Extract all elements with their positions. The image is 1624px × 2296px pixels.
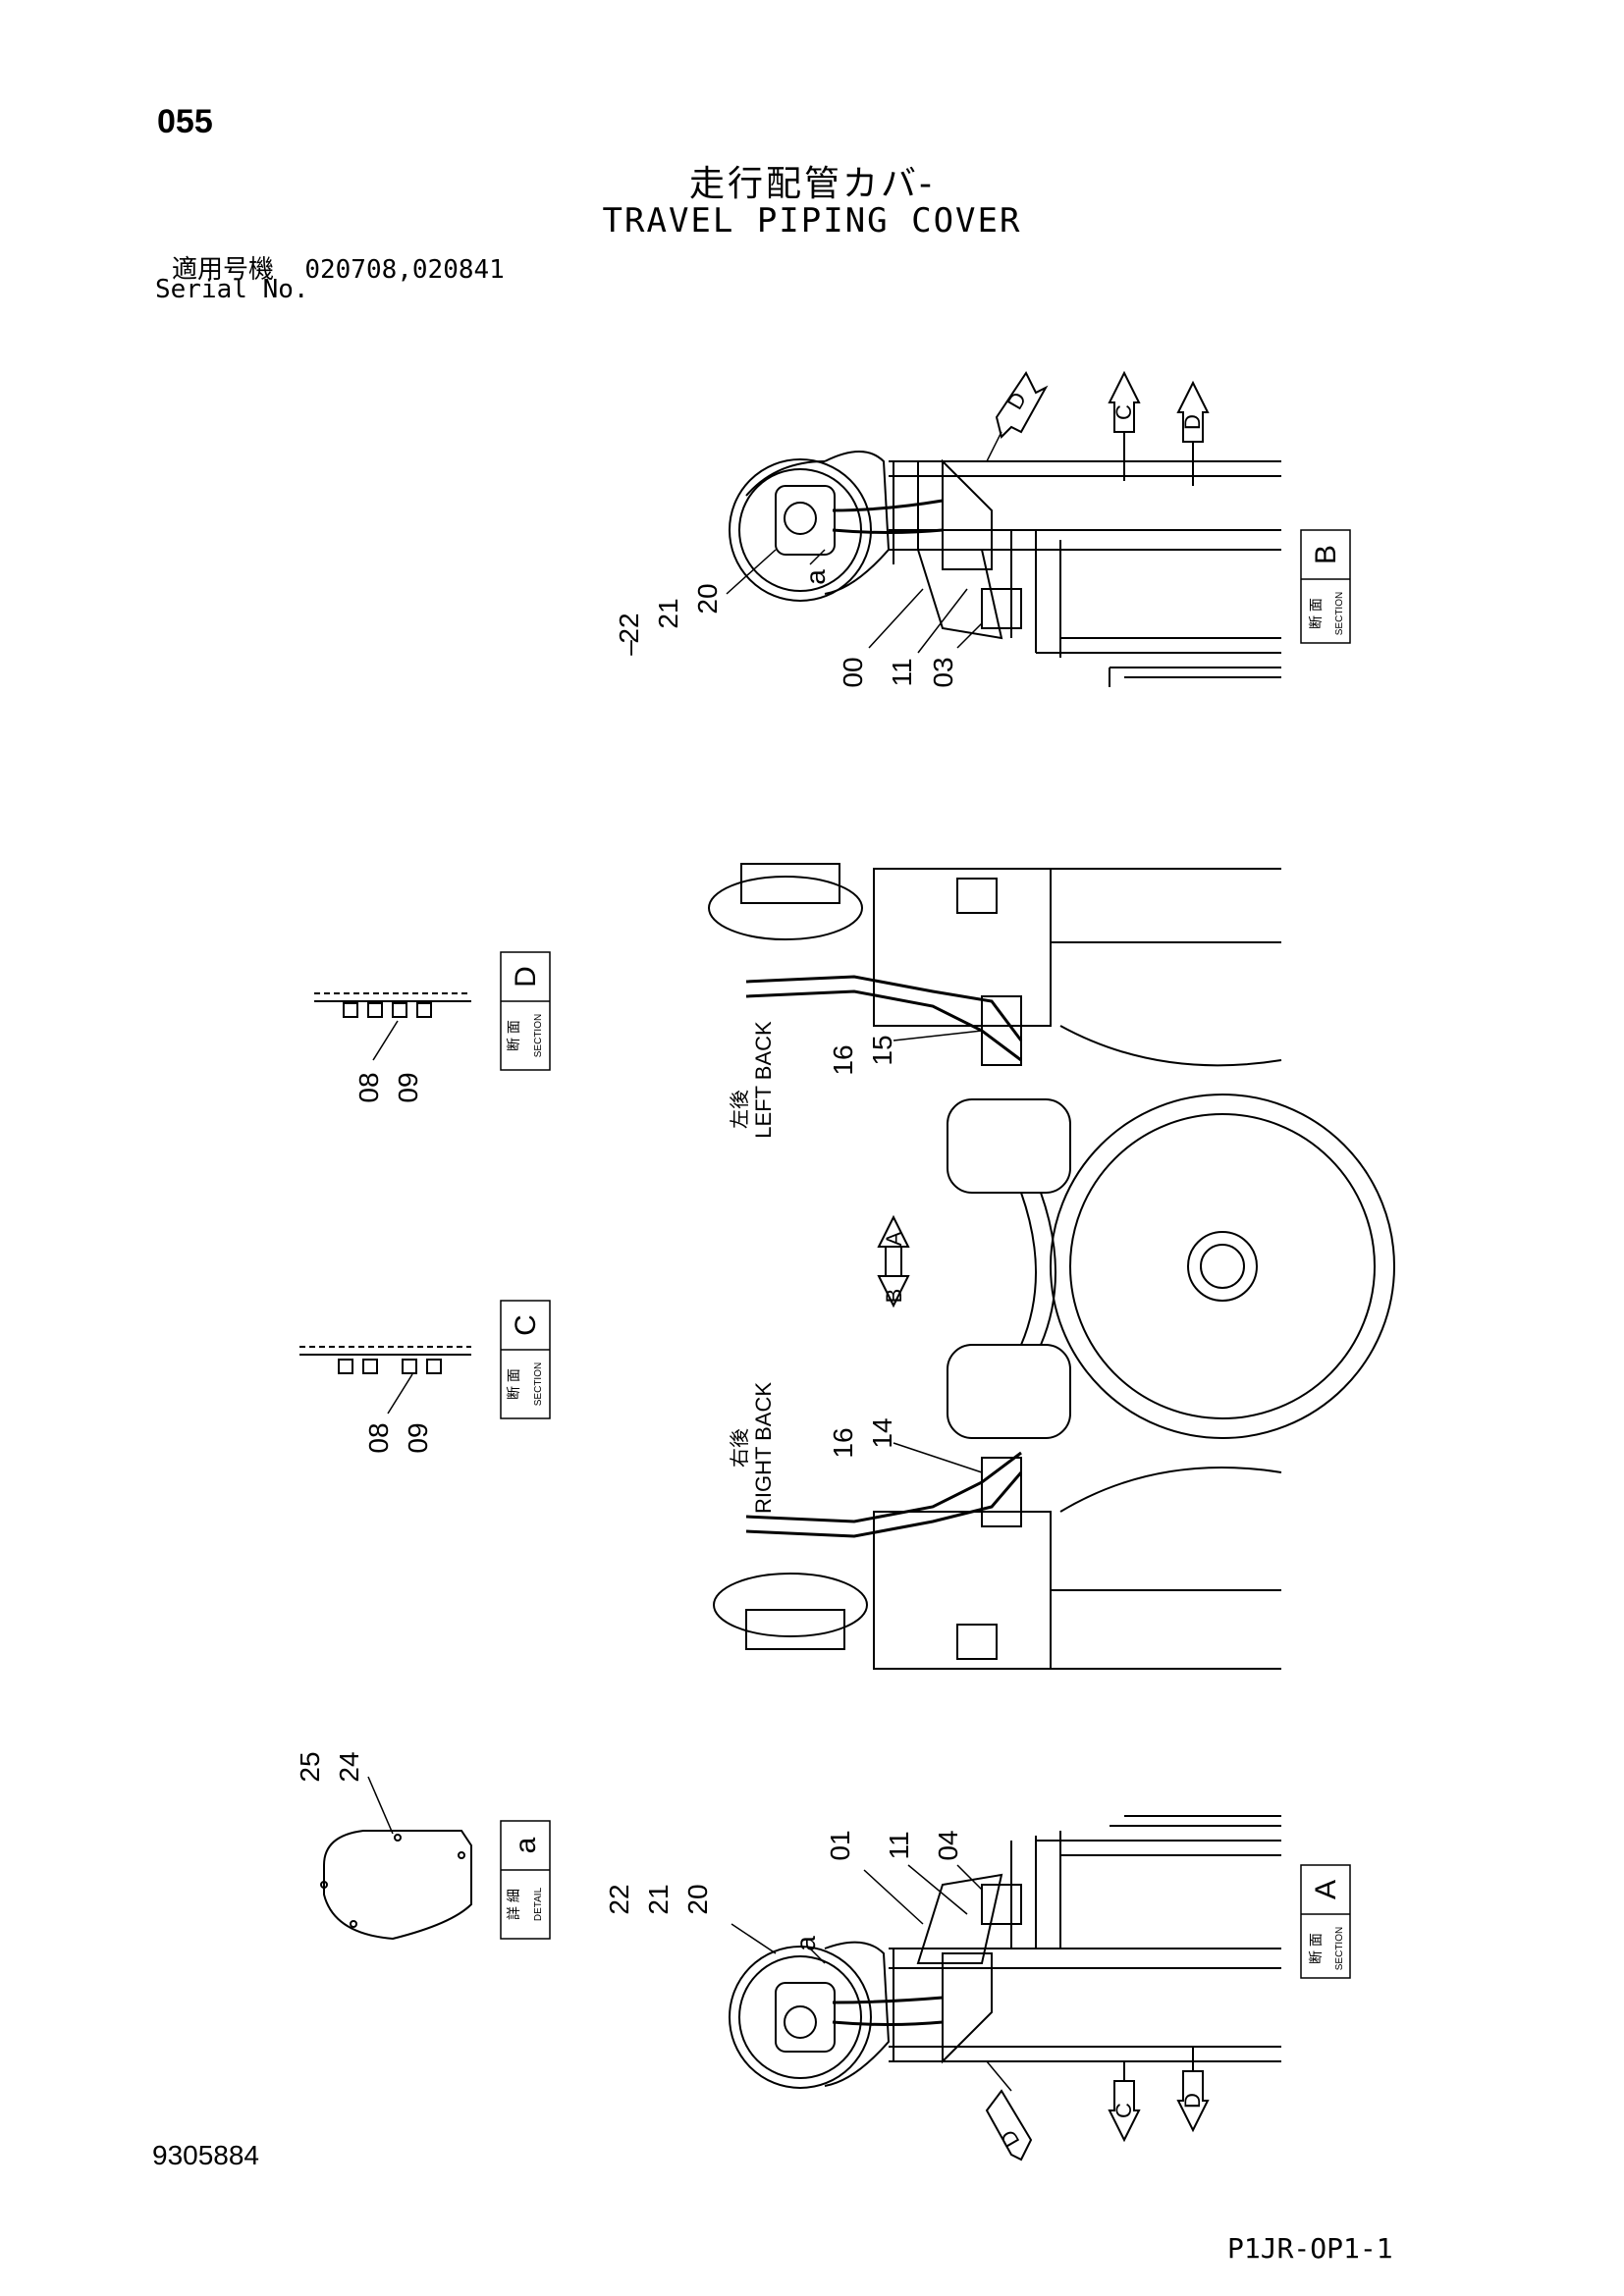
section-d-detail xyxy=(314,992,471,1061)
section-box-b: B 断 面 SECTION xyxy=(1300,529,1351,644)
callout-det-24: 24 xyxy=(334,1751,364,1782)
detail-a-letter: a xyxy=(510,1837,542,1853)
right-back-en: RIGHT BACK xyxy=(751,1382,776,1514)
top-view xyxy=(726,370,1281,687)
title-english: TRAVEL PIPING COVER xyxy=(602,201,1022,240)
arrow-letter-6: D xyxy=(996,2126,1025,2152)
serial-label-jp: 適用号機 xyxy=(172,255,275,285)
callout-det-25: 25 xyxy=(295,1751,325,1782)
callout-top-00: 00 xyxy=(838,657,868,687)
section-a-letter: A xyxy=(1310,1880,1342,1899)
right-back-jp: 右後 xyxy=(729,1428,751,1468)
section-d-en: SECTION xyxy=(533,1014,544,1057)
left-back-jp: 左後 xyxy=(729,1090,751,1129)
section-d-jp: 断 面 xyxy=(506,1020,521,1051)
callout-top-a: a xyxy=(800,569,831,585)
callout-top-03: 03 xyxy=(928,657,958,687)
arrow-letter-4: A xyxy=(882,1231,906,1246)
title-japanese: 走行配管カバ- xyxy=(689,164,935,204)
bottom-view xyxy=(729,1815,1281,2162)
callout-bot-22: 22 xyxy=(604,1884,634,1914)
callout-bot-01: 01 xyxy=(825,1830,855,1860)
callout-top-22: 22 xyxy=(614,613,644,643)
section-c-detail xyxy=(299,1346,471,1415)
callout-right-16: 16 xyxy=(828,1427,858,1458)
arrow-letter-2: C xyxy=(1111,404,1136,420)
view-labels: 左後 LEFT BACK 右後 RIGHT BACK xyxy=(729,1021,776,1514)
callout-bot-11: 11 xyxy=(884,1831,914,1859)
arrow-letter-5: B xyxy=(882,1289,906,1304)
detail-a-jp: 詳 細 xyxy=(506,1889,521,1920)
serial-label-en: Serial No. xyxy=(155,275,309,304)
section-box-d: D 断 面 SECTION xyxy=(500,951,551,1071)
callout-bot-a: a xyxy=(790,1936,821,1951)
serial-line: 適用号機 020708,020841 xyxy=(172,249,505,286)
page-number: 055 xyxy=(157,103,213,140)
section-a-jp: 断 面 xyxy=(1308,1933,1324,1964)
callout-d-08: 08 xyxy=(353,1072,384,1102)
callout-c-08: 08 xyxy=(363,1422,394,1453)
arrow-letter-3: D xyxy=(1180,414,1205,430)
section-c-letter: C xyxy=(510,1314,542,1336)
callout-top-20: 20 xyxy=(692,583,723,614)
section-c-jp: 断 面 xyxy=(506,1368,521,1400)
arrow-letter-1: D xyxy=(1002,388,1032,413)
detail-a-plate xyxy=(320,1776,472,1941)
callout-left-15: 15 xyxy=(867,1035,897,1065)
serial-numbers: 020708,020841 xyxy=(304,255,505,285)
section-b-jp: 断 面 xyxy=(1308,598,1324,629)
svg-text:–: – xyxy=(614,640,644,656)
callout-top-11: 11 xyxy=(887,658,917,686)
section-b-en: SECTION xyxy=(1334,592,1345,635)
callout-bot-04: 04 xyxy=(933,1830,963,1860)
section-b-letter: B xyxy=(1310,545,1342,564)
middle-view xyxy=(708,863,1395,1670)
callout-bot-20: 20 xyxy=(682,1884,713,1914)
callout-right-14: 14 xyxy=(867,1417,897,1448)
callout-bot-21: 21 xyxy=(643,1884,674,1914)
arrow-letter-8: D xyxy=(1180,2093,1205,2109)
callout-top-21: 21 xyxy=(653,598,683,628)
left-back-en: LEFT BACK xyxy=(751,1021,776,1139)
detail-a-en: DETAIL xyxy=(533,1887,544,1921)
sheet-code: P1JR-OP1-1 xyxy=(1227,2232,1393,2265)
section-box-a: A 断 面 SECTION xyxy=(1300,1864,1351,1979)
section-d-letter: D xyxy=(510,966,542,988)
document-number: 9305884 xyxy=(152,2140,260,2170)
callout-d-09: 09 xyxy=(393,1072,423,1102)
callout-left-16: 16 xyxy=(828,1044,858,1075)
detail-box-a: a 詳 細 DETAIL xyxy=(500,1820,551,1940)
callout-c-09: 09 xyxy=(403,1422,433,1453)
section-box-c: C 断 面 SECTION xyxy=(500,1300,551,1419)
section-c-en: SECTION xyxy=(533,1362,544,1406)
callouts: 22 – 21 20 00 11 03 a 16 15 16 14 08 09 … xyxy=(295,569,963,1951)
arrow-letter-7: C xyxy=(1111,2103,1136,2118)
section-a-en: SECTION xyxy=(1334,1927,1345,1970)
